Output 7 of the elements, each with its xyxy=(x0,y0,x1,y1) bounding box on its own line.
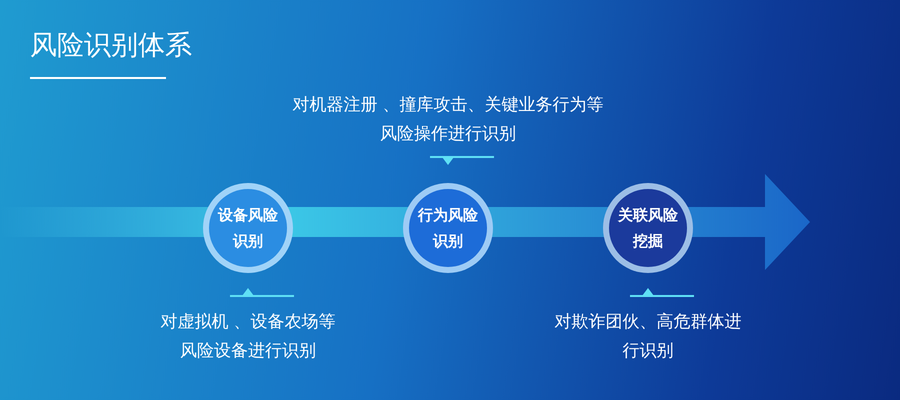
node-label: 行为风险识别 xyxy=(417,205,479,252)
description-text: 对机器注册 、撞库攻击、关键业务行为等风险操作进行识别 xyxy=(291,94,605,146)
title: 风险识别体系 xyxy=(30,29,192,63)
description-text: 对虚拟机 、设备农场等风险设备进行识别 xyxy=(159,311,337,363)
node-label: 关联风险挖掘 xyxy=(617,205,679,252)
node-label: 设备风险识别 xyxy=(217,205,279,252)
description-text: 对欺诈团伙、高危群体进行识别 xyxy=(554,311,742,363)
